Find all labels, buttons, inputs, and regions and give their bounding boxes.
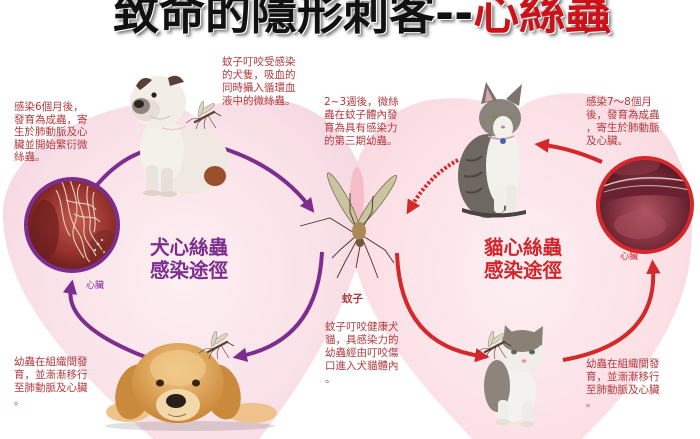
caption-line: 至肺動脈及心臟 bbox=[14, 382, 88, 394]
arrow-mosquito-to-golden-retriever bbox=[232, 251, 324, 362]
caption-line: 幼蟲在組織間發 bbox=[586, 358, 660, 370]
caption-line: 育為具有感染力 bbox=[324, 122, 398, 134]
caption-line: 蟲在蚊子體內發 bbox=[324, 109, 398, 121]
arrow-bulldog-to-mosquito bbox=[221, 146, 315, 213]
caption-line: 臟並開始繁衍微 bbox=[14, 138, 88, 151]
caption-line: 感染6個月後， bbox=[14, 101, 84, 113]
page-title: 致命的隱形刺客--心絲蟲 bbox=[113, 0, 611, 42]
cat-cycle-heading: 貓心絲蟲 感染途徑 bbox=[484, 236, 562, 282]
cat-larva-migration-caption: 幼蟲在組織間發 育，並漸漸移行 至肺動脈及心臟 。 bbox=[586, 358, 660, 410]
caption-line: 育，並漸漸移行 bbox=[586, 371, 660, 383]
caption-line: 的第三期幼蟲。 bbox=[324, 135, 398, 147]
caption-line: 口進入犬貓體內 bbox=[325, 360, 399, 372]
caption-line: 感染7～8個月 bbox=[586, 96, 652, 108]
caption-line: 絲蟲。 bbox=[14, 151, 46, 163]
dog-heading-line1: 犬心絲蟲 bbox=[150, 236, 229, 259]
dog-adult-stage-caption: 感染6個月後， 發育為成蟲，寄 生於肺動脈及心 臟並開始繁衍微 絲蟲。 bbox=[14, 101, 88, 164]
caption-line: 至肺動脈及心臟 bbox=[586, 384, 660, 396]
mosquito-photo bbox=[299, 167, 398, 279]
caption-line: 發育為成蟲，寄 bbox=[14, 113, 88, 126]
golden-retriever-photo bbox=[105, 343, 277, 431]
arrow-heart-to-cat bbox=[534, 138, 603, 164]
caption-line: 幼蟲經由叮咬傷 bbox=[325, 347, 399, 359]
dog-heart-label: 心臟 bbox=[86, 281, 105, 291]
mosquito-transmission-caption: 蚊子叮咬健康犬 貓，具感染力的 幼蟲經由叮咬傷 口進入犬貓體內 。 bbox=[325, 321, 399, 386]
infected-dog-heart-photo bbox=[24, 177, 120, 273]
cat-adult-stage-caption: 感染7～8個月 後，發育為成蟲 ，寄生於肺動脈 及心臟。 bbox=[586, 96, 660, 148]
caption-line: 蚊子叮咬受感染 bbox=[222, 56, 296, 68]
dog-mosquito-bite-caption: 蚊子叮咬受感染 的犬隻，吸血的 同時攝入循環血 液中的微絲蟲。 bbox=[222, 56, 296, 108]
arrow-golden-retriever-to-heart bbox=[62, 279, 149, 360]
caption-line: 液中的微絲蟲。 bbox=[222, 95, 296, 107]
caption-line: 2~3週後，微絲 bbox=[324, 96, 399, 108]
dog-larva-migration-caption: 幼蟲在組織間發 育，並漸漸移行 至肺動脈及心臟 。 bbox=[14, 356, 88, 408]
arrow-mosquito-to-kitten bbox=[395, 252, 490, 363]
sitting-cat-photo bbox=[458, 82, 526, 218]
kitten-photo bbox=[484, 325, 545, 427]
cat-heart-label: 心臟 bbox=[620, 252, 639, 262]
cat-heading-line2: 感染途徑 bbox=[484, 259, 563, 282]
mosquito-label: 蚊子 bbox=[342, 293, 363, 305]
caption-line: 後，發育為成蟲 bbox=[586, 109, 660, 121]
title-highlight: 心絲蟲 bbox=[473, 0, 612, 40]
cat-heading-line1: 貓心絲蟲 bbox=[484, 236, 563, 259]
caption-line: 的犬隻，吸血的 bbox=[222, 69, 296, 81]
caption-line: 生於肺動脈及心 bbox=[14, 126, 88, 138]
dog-heading-line2: 感染途徑 bbox=[150, 259, 229, 282]
caption-line: 及心臟。 bbox=[586, 135, 628, 147]
caption-line: 同時攝入循環血 bbox=[222, 82, 296, 94]
mosquito-development-caption: 2~3週後，微絲 蟲在蚊子體內發 育為具有感染力 的第三期幼蟲。 bbox=[324, 96, 399, 148]
title-prefix: 致命的隱形刺客-- bbox=[113, 0, 474, 40]
infected-cat-heart-photo bbox=[596, 156, 694, 254]
arrow-cat-to-mosquito-dashed bbox=[406, 158, 459, 215]
dog-cycle-heading: 犬心絲蟲 感染途徑 bbox=[150, 236, 228, 282]
caption-line: 。 bbox=[325, 373, 336, 385]
bulldog-photo bbox=[130, 75, 228, 197]
caption-line: 蚊子叮咬健康犬 bbox=[325, 321, 399, 333]
caption-line: 貓，具感染力的 bbox=[325, 334, 399, 346]
caption-line: 。 bbox=[14, 395, 25, 407]
caption-line: 幼蟲在組織間發 bbox=[14, 356, 88, 368]
caption-line: ，寄生於肺動脈 bbox=[586, 122, 660, 134]
caption-line: 。 bbox=[586, 397, 597, 409]
caption-line: 育，並漸漸移行 bbox=[14, 369, 88, 381]
arrow-kitten-to-heart bbox=[562, 259, 661, 362]
